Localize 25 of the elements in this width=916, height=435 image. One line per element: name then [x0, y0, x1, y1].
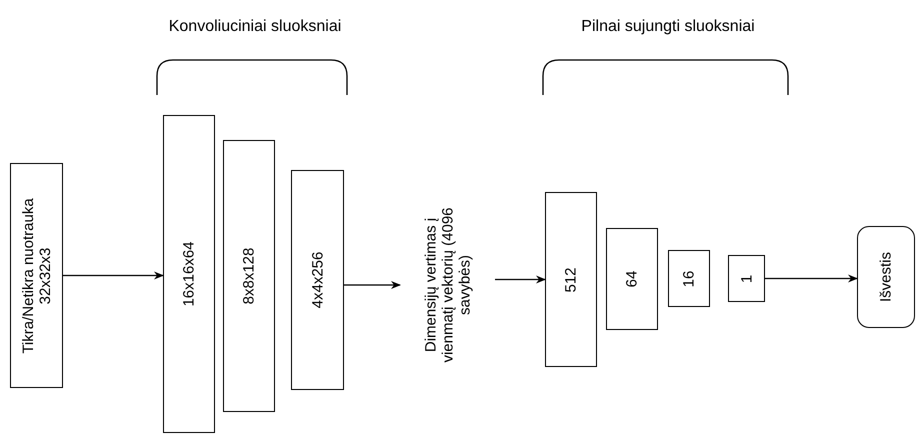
layer-label: 8x8x128 — [240, 246, 258, 306]
layer-box — [163, 115, 215, 433]
layer-box — [545, 192, 597, 367]
layer-box — [668, 250, 710, 307]
arrow — [495, 276, 546, 284]
layer-label: 16 — [680, 269, 698, 289]
layer-label: 16x16x64 — [180, 240, 198, 309]
layer-label: 4x4x256 — [309, 250, 326, 310]
arrow — [63, 272, 164, 280]
layer-box — [291, 170, 344, 390]
layer-label: 1 — [738, 273, 755, 285]
layer-label: Išvestis — [878, 251, 894, 304]
layer-label: 512 — [562, 266, 580, 294]
layer-box — [728, 255, 765, 302]
layer-label: 64 — [624, 270, 640, 290]
layer-box — [223, 140, 275, 412]
annotation-text: Dimensijų vertimas į vienmatį vektorių (4096 savybės) — [422, 206, 473, 365]
section-heading: Pilnai sujungti sluoksniai — [581, 18, 755, 36]
section-heading: Konvoliuciniai sluoksniai — [168, 18, 342, 36]
arrow — [344, 281, 401, 289]
layer-label: Tikra/Netikra nuotrauka 32x32x3 — [20, 196, 54, 356]
arrow — [765, 274, 858, 282]
output-box — [857, 226, 915, 328]
layer-box — [606, 228, 658, 330]
layer-box — [10, 163, 63, 388]
